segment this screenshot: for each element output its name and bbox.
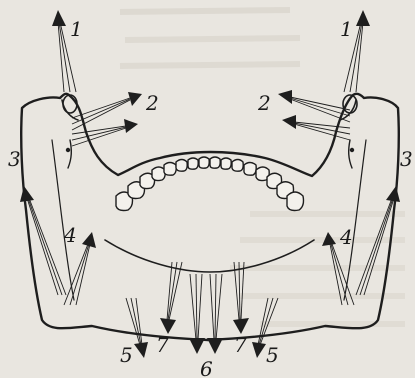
tooth xyxy=(152,167,165,181)
circle-shape xyxy=(350,148,354,152)
label-1-left: 1 xyxy=(70,17,83,41)
label-6: 6 xyxy=(200,357,213,378)
tooth xyxy=(199,157,209,168)
label-7-left: 7 xyxy=(156,333,169,357)
label-4-right: 4 xyxy=(339,225,353,249)
tooth xyxy=(176,160,187,172)
label-3-left: 3 xyxy=(8,147,21,171)
tooth xyxy=(164,163,176,176)
tooth xyxy=(210,157,220,168)
label-1-right: 1 xyxy=(340,17,353,41)
line-shape xyxy=(125,38,300,40)
line-shape xyxy=(120,10,290,12)
label-4-left: 4 xyxy=(63,223,77,247)
label-3-right: 3 xyxy=(400,147,413,171)
circle-shape xyxy=(66,148,70,152)
label-2-right: 2 xyxy=(257,91,271,115)
tooth xyxy=(244,163,256,176)
label-2-left: 2 xyxy=(145,91,159,115)
tooth xyxy=(221,158,231,169)
tooth xyxy=(287,192,304,211)
tooth xyxy=(188,158,198,169)
line-shape xyxy=(120,64,300,66)
label-7-right: 7 xyxy=(234,333,247,357)
tooth xyxy=(232,160,243,172)
label-5-left: 5 xyxy=(120,343,133,367)
label-5-right: 5 xyxy=(266,343,279,367)
